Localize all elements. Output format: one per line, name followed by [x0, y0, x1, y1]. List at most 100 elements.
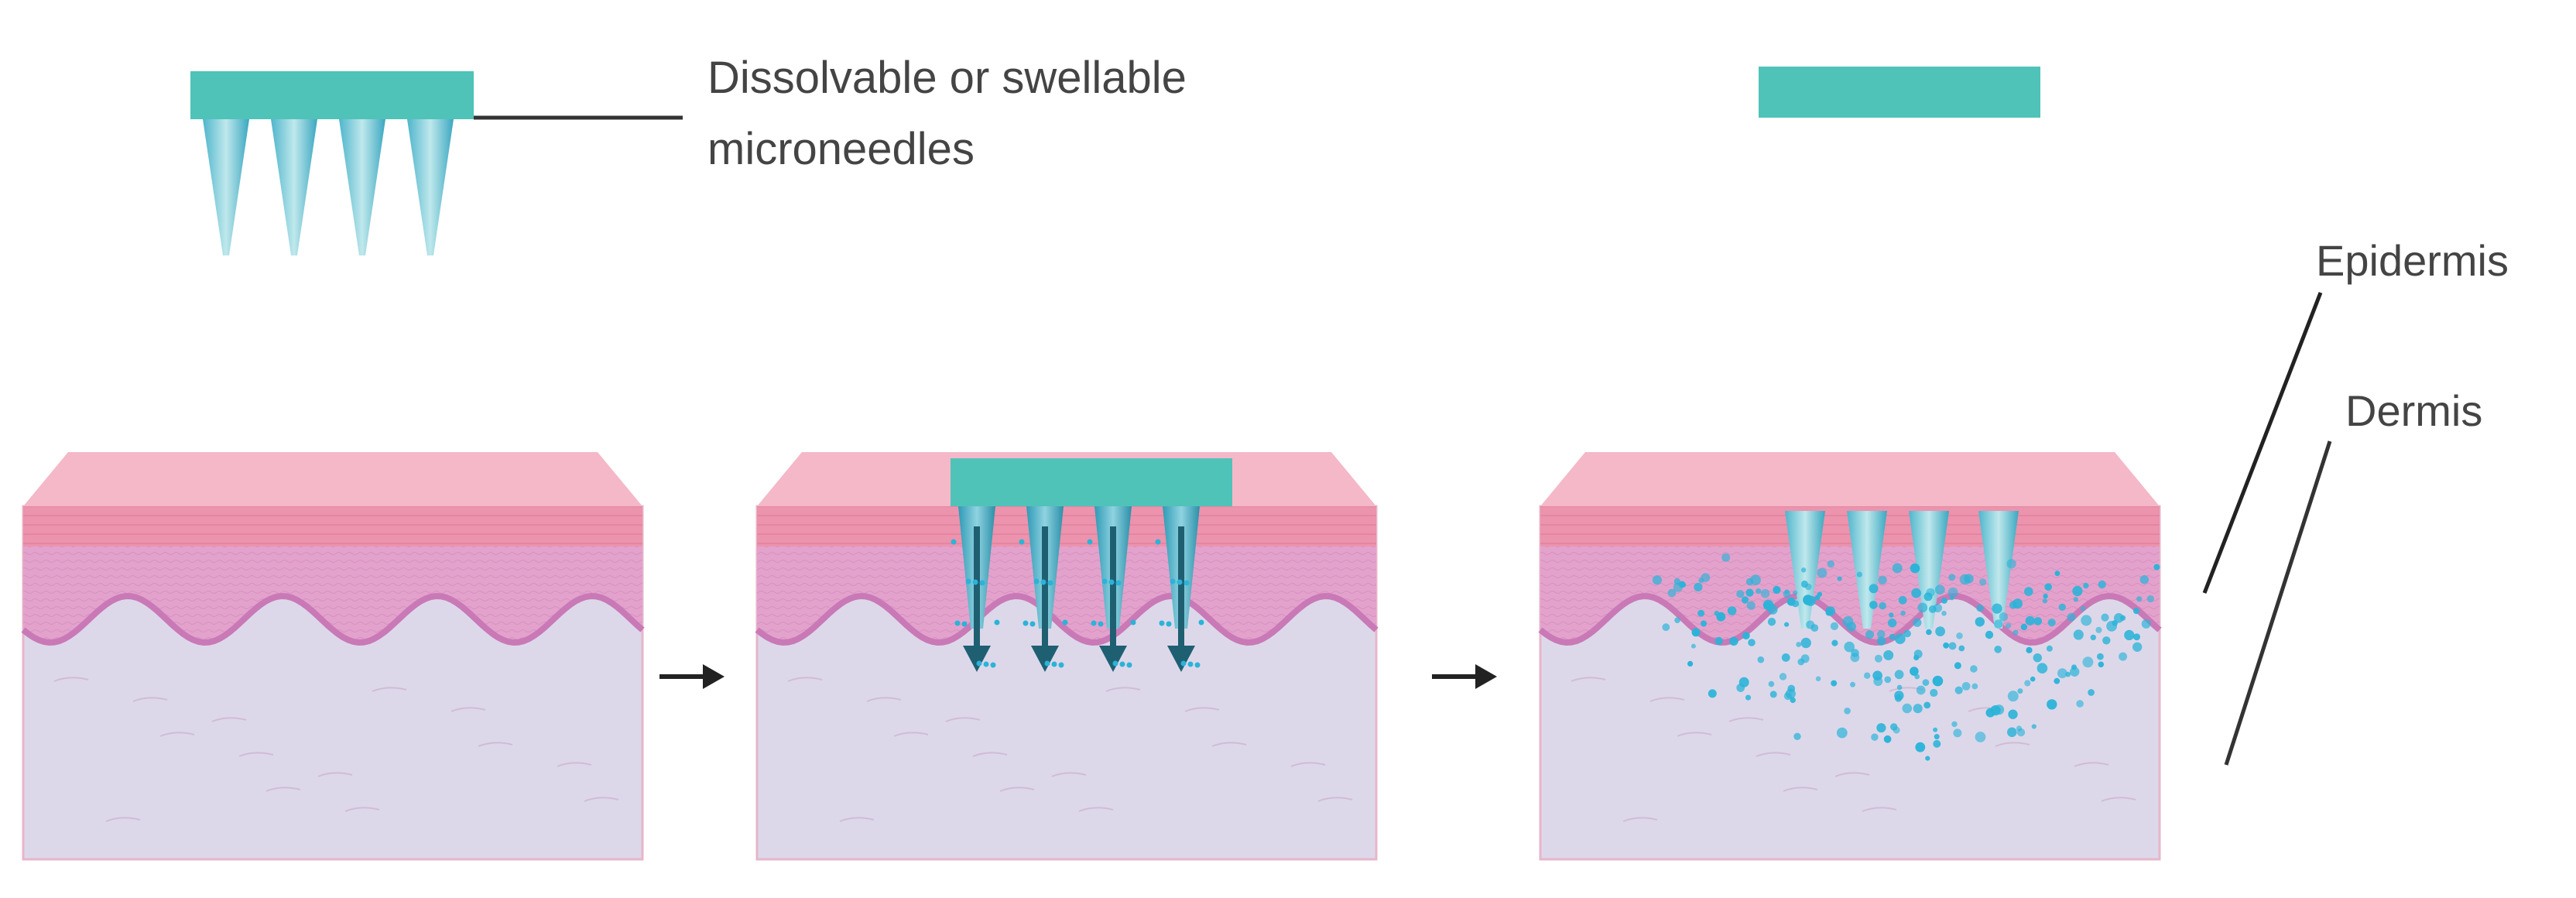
- drug-particle: [1883, 650, 1894, 660]
- dermis-fibre: [159, 732, 195, 737]
- drug-particle: [1736, 590, 1745, 598]
- drug-particle: [1941, 611, 1947, 616]
- drug-particle: [1741, 596, 1749, 604]
- drug-particle: [1964, 574, 1974, 584]
- drug-particle: [2090, 634, 2096, 641]
- drug-particle: [1779, 673, 1787, 680]
- drug-particle: [1767, 604, 1778, 615]
- drug-particle: [1894, 670, 1904, 680]
- drug-particle: [1793, 590, 1798, 595]
- drug-particle: [1941, 597, 1947, 604]
- drug-particle: [1925, 756, 1930, 761]
- drug-particle: [2020, 623, 2028, 631]
- drug-particle: [2054, 677, 2060, 684]
- dermis-fibre: [478, 742, 513, 747]
- drug-particle: [1745, 588, 1754, 597]
- drug-particle: [1876, 723, 1886, 733]
- drug-particle: [1879, 602, 1886, 610]
- epidermis-boundary: [21, 592, 645, 646]
- drug-particle: [2139, 575, 2150, 584]
- drug-particle: [1785, 688, 1796, 699]
- patch-backing: [190, 71, 474, 119]
- drug-particle: [1900, 610, 1906, 616]
- drug-particle: [2033, 653, 2042, 663]
- drug-particle: [979, 580, 985, 586]
- drug-particle: [1742, 632, 1750, 640]
- drug-particle: [2133, 633, 2140, 641]
- drug-particle: [1902, 703, 1913, 714]
- microneedle-patch-legend: Dissolvable or swellable microneedles: [190, 53, 1187, 255]
- drug-particle: [1958, 645, 1965, 652]
- drug-particle: [1745, 694, 1752, 701]
- drug-particle: [1166, 621, 1172, 627]
- drug-particle: [2095, 626, 2102, 633]
- drug-particle: [2072, 585, 2083, 597]
- down-arrow-icon: [963, 646, 991, 672]
- drug-particle: [1768, 680, 1775, 687]
- drug-particle: [1108, 579, 1115, 585]
- drug-particle: [1961, 682, 1971, 691]
- drug-particle: [1184, 580, 1190, 586]
- drug-particle: [1842, 616, 1854, 627]
- drug-particle: [2076, 700, 2084, 708]
- needle-array: [203, 119, 454, 255]
- drug-particle: [1827, 560, 1834, 568]
- needle: [271, 119, 317, 255]
- drug-particle: [1916, 685, 1926, 695]
- drug-particle: [1889, 633, 1896, 640]
- drug-particle: [1784, 622, 1790, 627]
- drug-particle: [1926, 629, 1932, 636]
- drug-particle: [1033, 578, 1040, 584]
- drug-particle: [1781, 653, 1790, 662]
- drug-particle: [2007, 727, 2017, 738]
- dermis-fibre: [317, 772, 353, 777]
- dermis-fibre: [1571, 677, 1606, 682]
- drug-particle: [2097, 653, 2104, 660]
- drug-particle: [2025, 615, 2035, 626]
- drug-particle: [1970, 665, 1978, 673]
- drug-particle: [1729, 636, 1738, 646]
- drug-particle: [1954, 662, 1961, 670]
- drug-particle: [1805, 595, 1816, 606]
- microneedle-label-line2: microneedles: [707, 124, 975, 174]
- drug-particle: [2047, 699, 2057, 710]
- drug-particle: [2073, 597, 2078, 602]
- drug-particle: [1674, 617, 1680, 623]
- drug-particle: [1101, 578, 1108, 584]
- dissolving-needle: [1978, 511, 2019, 629]
- drug-particle: [1662, 623, 1670, 632]
- drug-particle: [1791, 600, 1800, 608]
- drug-particle: [972, 579, 978, 585]
- drug-particle: [1913, 654, 1920, 661]
- drug-particle: [1170, 578, 1176, 584]
- drug-particle: [990, 662, 996, 668]
- drug-particle: [2044, 583, 2052, 591]
- drug-particle: [1894, 633, 1906, 644]
- dermis-fibre: [1756, 752, 1791, 757]
- drug-particle: [1913, 704, 1923, 714]
- drug-particle: [1714, 636, 1723, 646]
- drug-particle: [1697, 609, 1705, 617]
- drug-particle: [2031, 724, 2036, 729]
- dermis-fibre: [53, 677, 89, 682]
- down-arrow-icon: [1099, 646, 1127, 672]
- drug-particle: [1948, 574, 1956, 581]
- drug-particle: [1994, 619, 2003, 629]
- removed-patch-backing: [1759, 67, 2040, 118]
- drug-particle: [1736, 684, 1745, 692]
- drug-particle: [1985, 630, 1994, 639]
- drug-particle: [2030, 676, 2036, 682]
- drug-particle: [2016, 728, 2026, 737]
- dermis-fibre: [1649, 697, 1685, 702]
- dissolving-needle: [1847, 511, 1887, 629]
- dermis-fibre: [999, 787, 1035, 792]
- dermis-fibre: [1728, 717, 1764, 722]
- needle: [339, 119, 385, 255]
- drug-particle: [2081, 615, 2092, 626]
- drug-particle: [1040, 579, 1046, 585]
- drug-particle: [1874, 654, 1882, 663]
- drug-particle: [1850, 681, 1855, 687]
- drug-particle: [1760, 588, 1770, 598]
- drug-dispersion: [1652, 553, 2160, 761]
